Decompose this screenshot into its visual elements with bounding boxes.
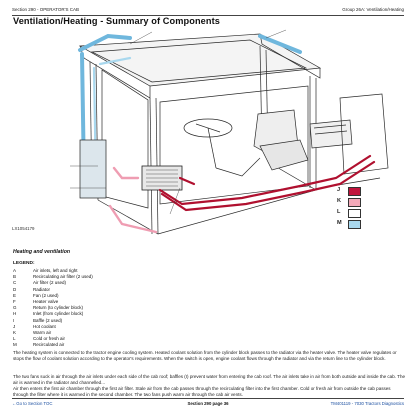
warm-air-flow bbox=[108, 166, 158, 234]
cab-heating-illustration bbox=[70, 29, 389, 235]
section-heading: Heating and ventilation bbox=[13, 249, 71, 255]
cold-air-swatch bbox=[348, 209, 361, 218]
section-toc-link[interactable]: ←Go to Section TOC bbox=[12, 401, 53, 406]
body-paragraph: The heating system is connected to the t… bbox=[13, 350, 397, 361]
color-key-label-k: K bbox=[337, 198, 342, 204]
header-section: Section 290 - OPERATOR'S CAB bbox=[12, 7, 79, 12]
color-key-label-l: L bbox=[337, 209, 341, 215]
hot-coolant-swatch bbox=[348, 187, 361, 196]
cab-frame-lines bbox=[78, 33, 389, 235]
warm-air-swatch bbox=[348, 198, 361, 207]
hot-coolant-lines bbox=[158, 154, 376, 212]
manual-title-link[interactable]: TM401119 - 7030 Tractors Diagnostics bbox=[330, 401, 404, 406]
recirculated-air-swatch bbox=[348, 220, 361, 229]
body-paragraph: The two fans suck in air through the air… bbox=[13, 374, 406, 385]
color-key-label-j: J bbox=[337, 187, 341, 193]
header-rule bbox=[12, 15, 404, 16]
page-title: Ventilation/Heating - Summary of Compone… bbox=[13, 16, 220, 26]
page-footer: ←Go to Section TOC Section 290 page 36 T… bbox=[12, 398, 404, 408]
body-paragraph: Air then enters the first air chamber th… bbox=[13, 386, 391, 397]
figure-id: LX1054179 bbox=[12, 226, 35, 231]
legend-heading: LEGEND: bbox=[13, 261, 35, 266]
page-number: Section 290 page 36 bbox=[187, 401, 229, 406]
page-header: Section 290 - OPERATOR'S CAB Group 26A: … bbox=[12, 7, 404, 16]
color-key-label-m: M bbox=[337, 220, 342, 226]
header-group: Group 26A: Ventilation/Heating bbox=[342, 7, 404, 12]
footer-rule bbox=[12, 398, 404, 399]
heater-unit bbox=[79, 139, 183, 199]
